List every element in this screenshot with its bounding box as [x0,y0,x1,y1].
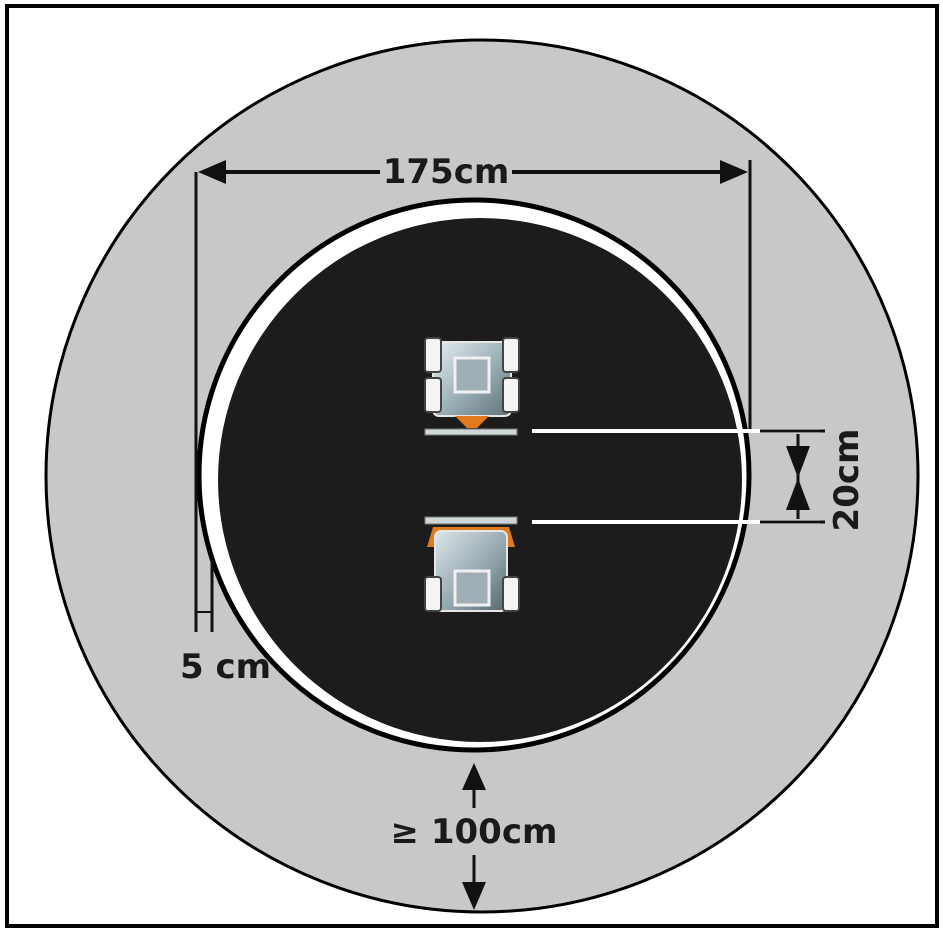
diameter-label: 175cm [383,152,510,192]
gap-label: 20cm [827,429,867,532]
diameter-dimension [194,160,752,632]
wall-label: 5 cm [180,647,271,687]
wall-dimension [196,560,214,632]
robot-icon [424,516,520,612]
arena-floor [218,218,742,742]
clearance-label: ≥ 100cm [391,812,558,852]
gap-dimension [786,434,810,519]
clearance-dimension [462,763,486,910]
robot-icon [424,337,520,436]
